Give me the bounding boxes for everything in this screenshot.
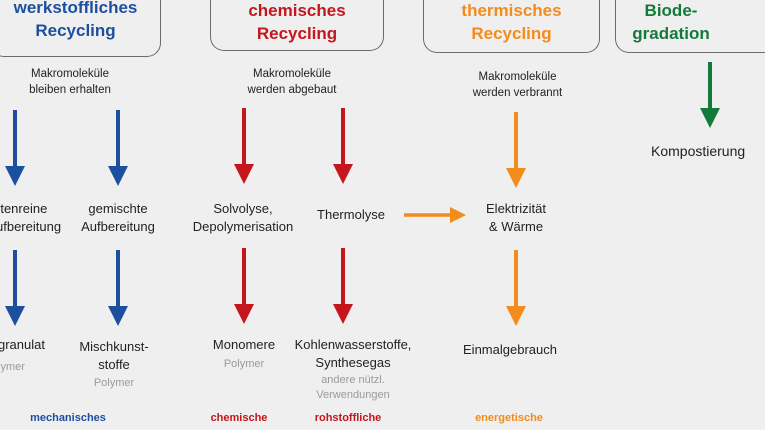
note-erhalten: Makromoleküle bleiben erhalten [10,66,130,98]
step-gemischte-aufbereitung: gemischte Aufbereitung [68,200,168,236]
product-line: Kohlenwasserstoffe, [294,337,412,352]
arrow-orange-1 [506,112,526,188]
header-line-1: werkstoffliches [13,0,138,17]
product-mischkunststoffe: Mischkunst- stoffe [64,338,164,374]
note-line: Makromoleküle [253,68,331,80]
header-line-1: thermisches [461,1,562,20]
category-mechanisches: mechanisches [30,412,106,424]
step-line: rtenreine [0,201,48,216]
product-granulat: granulat [0,337,45,352]
step-line: Solvolyse, [213,201,273,216]
product-monomere-sub: Polymer [223,358,265,370]
arrow-red-3 [234,248,254,324]
header-line-2: gradation [632,24,710,43]
header-line-1: Biode- [644,1,698,20]
note-line: bleiben erhalten [29,84,111,96]
note-line: Makromoleküle [478,71,557,83]
note-line: werden verbrannt [472,87,563,99]
header-line-1: chemisches [248,1,346,20]
product-granulat-sub: lymer [0,361,25,373]
step-line: Depolymerisation [192,219,294,234]
category-energetische: energetische [475,412,543,424]
product-mischkunststoffe-sub: Polymer [93,377,135,389]
arrow-blue-3 [5,250,25,326]
step-line: Elektrizität [486,201,546,216]
product-kohlenwasserstoffe: Kohlenwasserstoffe, Synthesegas [283,336,423,372]
product-sub-line: Verwendungen [316,389,390,401]
product-line: Mischkunst- [79,339,149,354]
category-chemische: chemische [210,412,268,424]
step-line: & Wärme [488,219,544,234]
header-werkstoffliches-recycling: werkstoffliches Recycling [0,0,161,57]
product-monomere: Monomere [212,337,276,352]
header-chemisches-recycling: chemisches Recycling [210,0,384,51]
arrow-blue-2 [108,110,128,186]
header-line-2: Recycling [471,24,552,43]
step-line: ufbereitung [0,219,62,234]
note-verbrannt: Makromoleküle werden verbrannt [455,69,580,101]
note-line: werden abgebaut [247,84,337,96]
arrow-red-4 [333,248,353,324]
step-sortenreine-aufbereitung: rtenreine ufbereitung [0,200,62,236]
step-line: gemischte [88,201,148,216]
step-elektrizitaet-waerme: Elektrizität & Wärme [468,200,564,236]
category-rohstoffliche: rohstoffliche [314,412,382,424]
note-abgebaut: Makromoleküle werden abgebaut [232,66,352,98]
note-line: Makromoleküle [31,68,109,80]
step-line: Aufbereitung [81,219,155,234]
header-thermisches-recycling: thermisches Recycling [423,0,600,53]
header-line-2: Recycling [256,24,338,43]
arrow-green-1 [700,62,720,128]
header-biodegradation: Biode- gradation [615,0,765,53]
product-sub-line: andere nützl. [321,374,385,386]
arrow-red-1 [234,108,254,184]
arrow-orange-2 [506,250,526,326]
header-line-2: Recycling [35,21,116,40]
arrow-blue-1 [5,110,25,186]
step-solvolyse: Solvolyse, Depolymerisation [180,200,306,236]
arrow-red-2 [333,108,353,184]
step-thermolyse: Thermolyse [317,207,385,222]
product-einmalgebrauch: Einmalgebrauch [463,342,557,357]
product-line: Synthesegas [315,355,391,370]
arrow-blue-4 [108,250,128,326]
arrow-orange-horizontal [404,207,466,223]
product-line: stoffe [98,357,130,372]
product-kohlenwasserstoffe-sub: andere nützl. Verwendungen [293,373,413,403]
step-kompostierung: Kompostierung [651,143,746,159]
